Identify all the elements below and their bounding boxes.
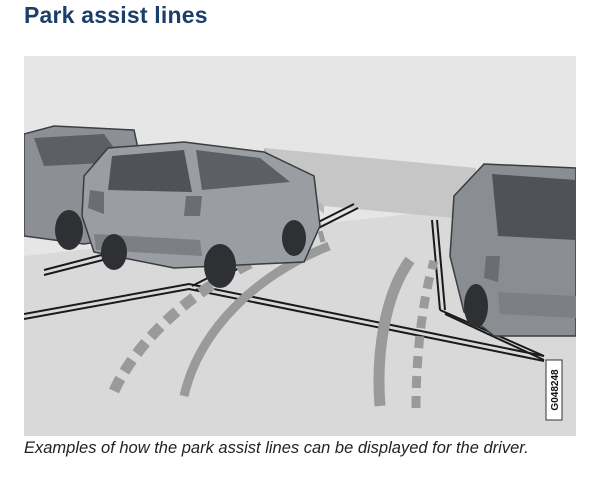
- figure-code-label: G048248: [545, 359, 563, 421]
- parking-line-front: [24, 282, 545, 357]
- svg-text:G048248: G048248: [550, 369, 561, 411]
- park-assist-illustration: G048248: [24, 56, 576, 436]
- back-wall: [264, 148, 476, 220]
- car-right-partial: [449, 163, 576, 337]
- guide-line-right-solid: [373, 256, 415, 407]
- car-center-suv: [81, 141, 321, 288]
- page-title: Park assist lines: [24, 2, 208, 28]
- figure-caption: Examples of how the park assist lines ca…: [24, 439, 529, 457]
- park-assist-diagram: G048248: [24, 56, 576, 436]
